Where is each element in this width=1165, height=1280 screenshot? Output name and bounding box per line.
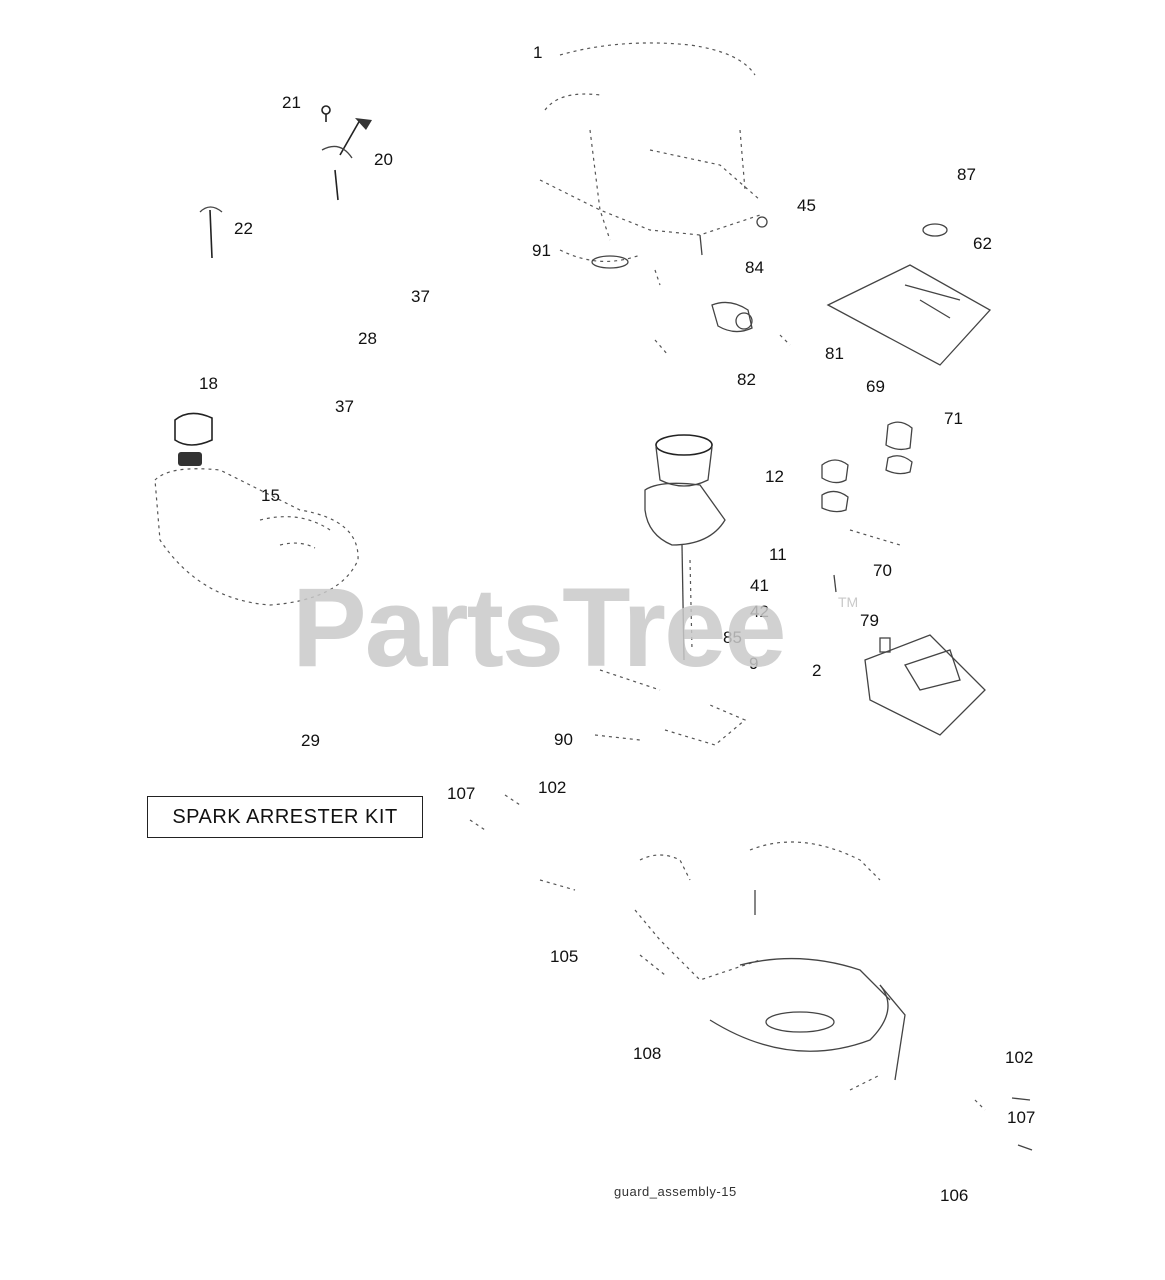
spark-arrester-kit-box[interactable]: SPARK ARRESTER KIT	[147, 796, 423, 838]
part-label-69[interactable]: 69	[866, 377, 885, 396]
part-label-18[interactable]: 18	[199, 374, 218, 393]
part-label-37b[interactable]: 37	[335, 397, 354, 416]
part-label-105[interactable]: 105	[550, 947, 579, 966]
part-label-81[interactable]: 81	[825, 344, 844, 363]
gear-housing	[864, 634, 986, 736]
part-label-90[interactable]: 90	[554, 730, 573, 749]
part-label-28[interactable]: 28	[358, 329, 377, 348]
part-label-15[interactable]: 15	[261, 486, 280, 505]
part-label-1[interactable]: 1	[533, 43, 543, 62]
part-label-85[interactable]: 85	[723, 628, 742, 647]
part-label-82[interactable]: 82	[737, 370, 756, 389]
part-label-37a[interactable]: 37	[411, 287, 430, 306]
spark-arrester-kit-label: SPARK ARRESTER KIT	[172, 805, 398, 828]
part-label-71[interactable]: 71	[944, 409, 963, 428]
part-label-107b[interactable]: 107	[1007, 1108, 1036, 1127]
part-label-107a[interactable]: 107	[447, 784, 476, 803]
part-label-9[interactable]: 9	[749, 654, 759, 673]
part-label-79[interactable]: 79	[860, 611, 879, 630]
clutch-assembly	[644, 434, 726, 661]
handle-hardware	[821, 421, 913, 593]
part-label-29[interactable]: 29	[301, 731, 320, 750]
spark-plug-parts	[654, 301, 791, 356]
bevel-gear	[594, 669, 747, 746]
part-label-2[interactable]: 2	[812, 661, 822, 680]
fuel-tank	[154, 412, 359, 606]
diagram-caption: guard_assembly-15	[614, 1184, 737, 1199]
filter-plate	[826, 223, 992, 366]
part-label-87[interactable]: 87	[957, 165, 976, 184]
switch-assembly	[199, 105, 372, 259]
part-label-91[interactable]: 91	[532, 241, 551, 260]
part-label-12[interactable]: 12	[765, 467, 784, 486]
part-label-21[interactable]: 21	[282, 93, 301, 112]
part-label-70[interactable]: 70	[873, 561, 892, 580]
part-label-62[interactable]: 62	[973, 234, 992, 253]
part-label-11[interactable]: 11	[769, 545, 787, 564]
part-label-84[interactable]: 84	[745, 258, 764, 277]
watermark-trademark: TM	[838, 594, 859, 610]
part-label-45[interactable]: 45	[797, 196, 816, 215]
partstree-watermark: PartsTree	[292, 565, 787, 690]
part-label-102a[interactable]: 102	[538, 778, 567, 797]
cylinder-cover-assembly	[539, 42, 768, 286]
part-label-22[interactable]: 22	[234, 219, 253, 238]
part-label-108[interactable]: 108	[633, 1044, 662, 1063]
part-label-42[interactable]: 42	[750, 602, 769, 621]
part-label-102b[interactable]: 102	[1005, 1048, 1034, 1067]
blade-guard-assembly	[469, 794, 1033, 1151]
part-label-106[interactable]: 106	[940, 1186, 969, 1205]
part-label-41[interactable]: 41	[750, 576, 769, 595]
part-label-20[interactable]: 20	[374, 150, 393, 169]
